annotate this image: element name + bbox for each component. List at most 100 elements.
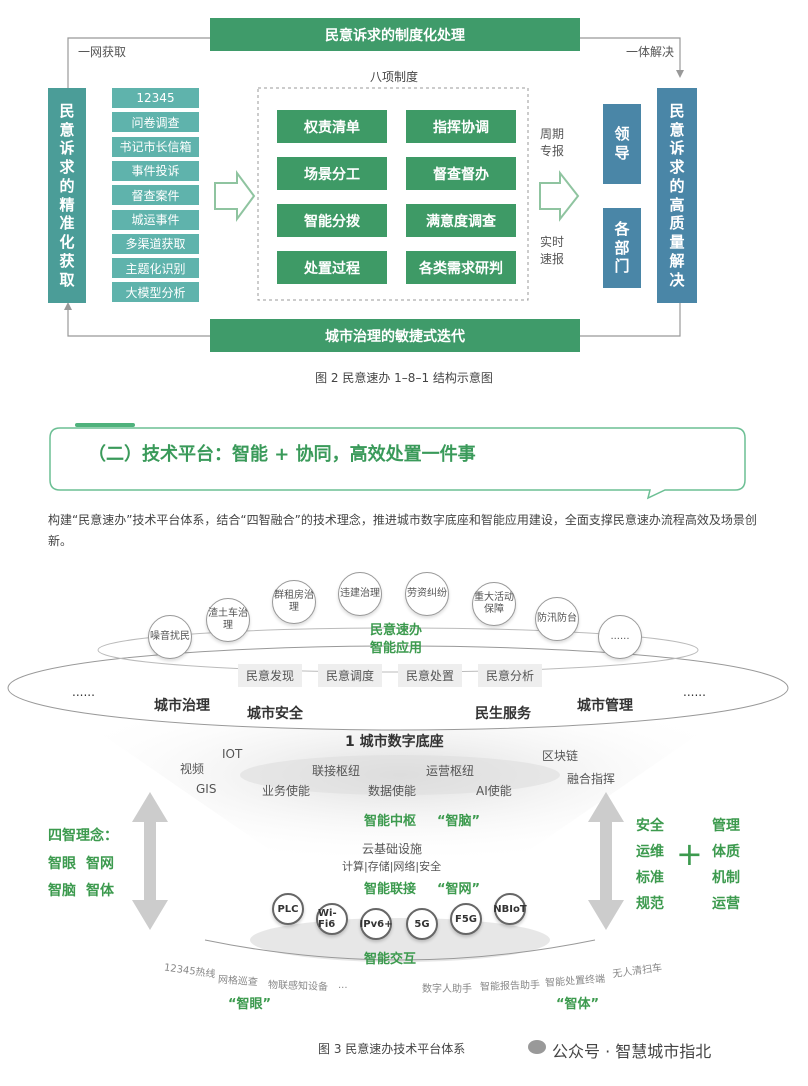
fig2-caption: 图 2 民意速办 1–8–1 结构示意图 <box>315 371 493 385</box>
source-item: 书记市长信箱 <box>112 136 199 157</box>
scenario-bubble: 群租房治理 <box>272 580 316 624</box>
four-wisdom-title: 四智理念： <box>48 828 118 844</box>
device-label: ... <box>338 980 348 991</box>
top-bar: 民意诉求的制度化处理 <box>210 18 580 51</box>
tech-video: 视频 <box>180 762 205 776</box>
scenario-bubble: ...... <box>598 615 642 659</box>
left-label: 一网获取 <box>78 45 127 59</box>
bottom-bar: 城市治理的敏捷式迭代 <box>210 319 580 352</box>
heading-frame <box>49 423 746 500</box>
dots-left: ...... <box>72 685 95 699</box>
fig3-platform-graphic <box>7 627 789 962</box>
dots-right: ...... <box>683 685 706 699</box>
right-b-item: 体质 <box>712 844 740 860</box>
fig2-connectors <box>64 37 684 340</box>
right-a-item: 安全 <box>636 818 664 834</box>
four-net: 智网 <box>86 856 114 872</box>
section-paragraph: 构建“民意速办”技术平台体系，结合“四智融合”的技术理念，推进城市数字底座和智能… <box>48 513 757 548</box>
protocol-circle: Wi-Fi6 <box>316 903 348 935</box>
realtime-label: 实时速报 <box>540 235 565 266</box>
left-vertical-box: 民意诉求的精准化获取 <box>48 88 86 303</box>
system-item: 各类需求研判 <box>406 251 516 284</box>
enable-ai: AI使能 <box>476 784 512 798</box>
device-label: 物联感知设备 <box>267 979 329 994</box>
watermark: 公众号 · 智慧城市指北 <box>552 1042 712 1061</box>
system-item: 处置过程 <box>277 251 387 284</box>
tech-blockchain: 区块链 <box>542 749 579 763</box>
protocol-circle: F5G <box>450 903 482 935</box>
left-arrow <box>214 169 256 223</box>
right-arrow <box>539 170 580 222</box>
app-title: 民意速办 智能应用 <box>369 623 422 656</box>
net-label: 智能联接 <box>364 882 417 897</box>
source-item: 事件投诉 <box>112 160 199 181</box>
brain-label: 智能中枢 <box>364 814 417 829</box>
system-item: 权责清单 <box>277 110 387 143</box>
enable-business: 业务使能 <box>262 784 311 798</box>
source-item: 督查案件 <box>112 185 199 206</box>
fig3-caption: 图 3 民意速办技术平台体系 <box>318 1042 466 1056</box>
ring-label-governance: 城市治理 <box>154 698 210 714</box>
periodic-label: 周期专报 <box>540 127 565 158</box>
source-item: 12345 <box>112 88 199 108</box>
source-item: 大模型分析 <box>112 282 199 303</box>
function-label: 民意处置 <box>398 664 463 687</box>
right-b-item: 管理 <box>712 818 740 834</box>
scenario-bubble: 防汛防台 <box>535 597 579 641</box>
system-item: 督查督办 <box>406 157 516 190</box>
system-item: 满意度调查 <box>406 204 516 237</box>
net-quote: “智网” <box>437 882 481 897</box>
plus-icon: + <box>676 835 703 873</box>
right-b-item: 运营 <box>712 896 740 912</box>
section-heading: （二）技术平台：智能 + 协同，高效处置一件事 <box>88 444 476 465</box>
tech-command: 融合指挥 <box>567 772 616 786</box>
four-eye: 智眼 <box>48 856 76 872</box>
depts-box: 各部门 <box>603 208 641 288</box>
right-a-item: 运维 <box>636 844 664 860</box>
center-title: 八项制度 <box>370 70 419 84</box>
device-label: 智能报告助手 <box>479 979 541 994</box>
tech-gis: GIS <box>196 782 217 796</box>
device-label: 网格巡查 <box>217 974 259 989</box>
right-b-item: 机制 <box>712 870 740 886</box>
cloud-sub: 计算|存储|网络|安全 <box>342 860 442 873</box>
tech-iot: IOT <box>222 747 243 761</box>
scenario-bubble: 违建治理 <box>338 572 382 616</box>
protocol-circle: NBIoT <box>493 893 527 925</box>
protocol-circle: 5G <box>406 908 438 940</box>
hub-connect: 联接枢纽 <box>312 764 361 778</box>
protocol-circle: PLC <box>272 893 304 925</box>
scenario-bubble: 劳资纠纷 <box>405 572 449 616</box>
function-label: 民意分析 <box>478 664 543 687</box>
four-body: 智体 <box>86 883 114 899</box>
ring-label-management: 城市管理 <box>577 698 633 714</box>
ring-label-safety: 城市安全 <box>247 706 303 722</box>
system-item: 指挥协调 <box>406 110 516 143</box>
right-a-item: 规范 <box>636 896 664 912</box>
right-a-item: 标准 <box>636 870 664 886</box>
interact-label: 智能交互 <box>364 952 417 967</box>
source-item: 问卷调查 <box>112 112 199 133</box>
brain-quote: “智脑” <box>437 814 481 829</box>
right-vertical-box: 民意诉求的高质量解决 <box>657 88 697 303</box>
scenario-bubble: 渣土车治理 <box>206 598 250 642</box>
body-label: “智体” <box>556 997 600 1012</box>
function-label: 民意调度 <box>318 664 383 687</box>
source-item: 城运事件 <box>112 209 199 230</box>
enable-data: 数据使能 <box>368 784 417 798</box>
base-title: 1 城市数字底座 <box>345 734 444 750</box>
device-label: 数字人助手 <box>422 984 472 995</box>
system-item: 场景分工 <box>277 157 387 190</box>
ring-label-livelihood: 民生服务 <box>475 706 531 722</box>
source-item: 多渠道获取 <box>112 233 199 254</box>
wechat-icon <box>528 1040 546 1054</box>
scenario-bubble: 重大活动保障 <box>472 582 516 626</box>
source-item: 主题化识别 <box>112 258 199 279</box>
four-brain: 智脑 <box>48 883 76 899</box>
leader-box: 领导 <box>603 104 641 184</box>
system-item: 智能分拨 <box>277 204 387 237</box>
scenario-bubble: 噪音扰民 <box>148 615 192 659</box>
eye-label: “智眼” <box>228 997 272 1012</box>
right-label: 一体解决 <box>626 45 675 59</box>
function-label: 民意发现 <box>238 664 303 687</box>
